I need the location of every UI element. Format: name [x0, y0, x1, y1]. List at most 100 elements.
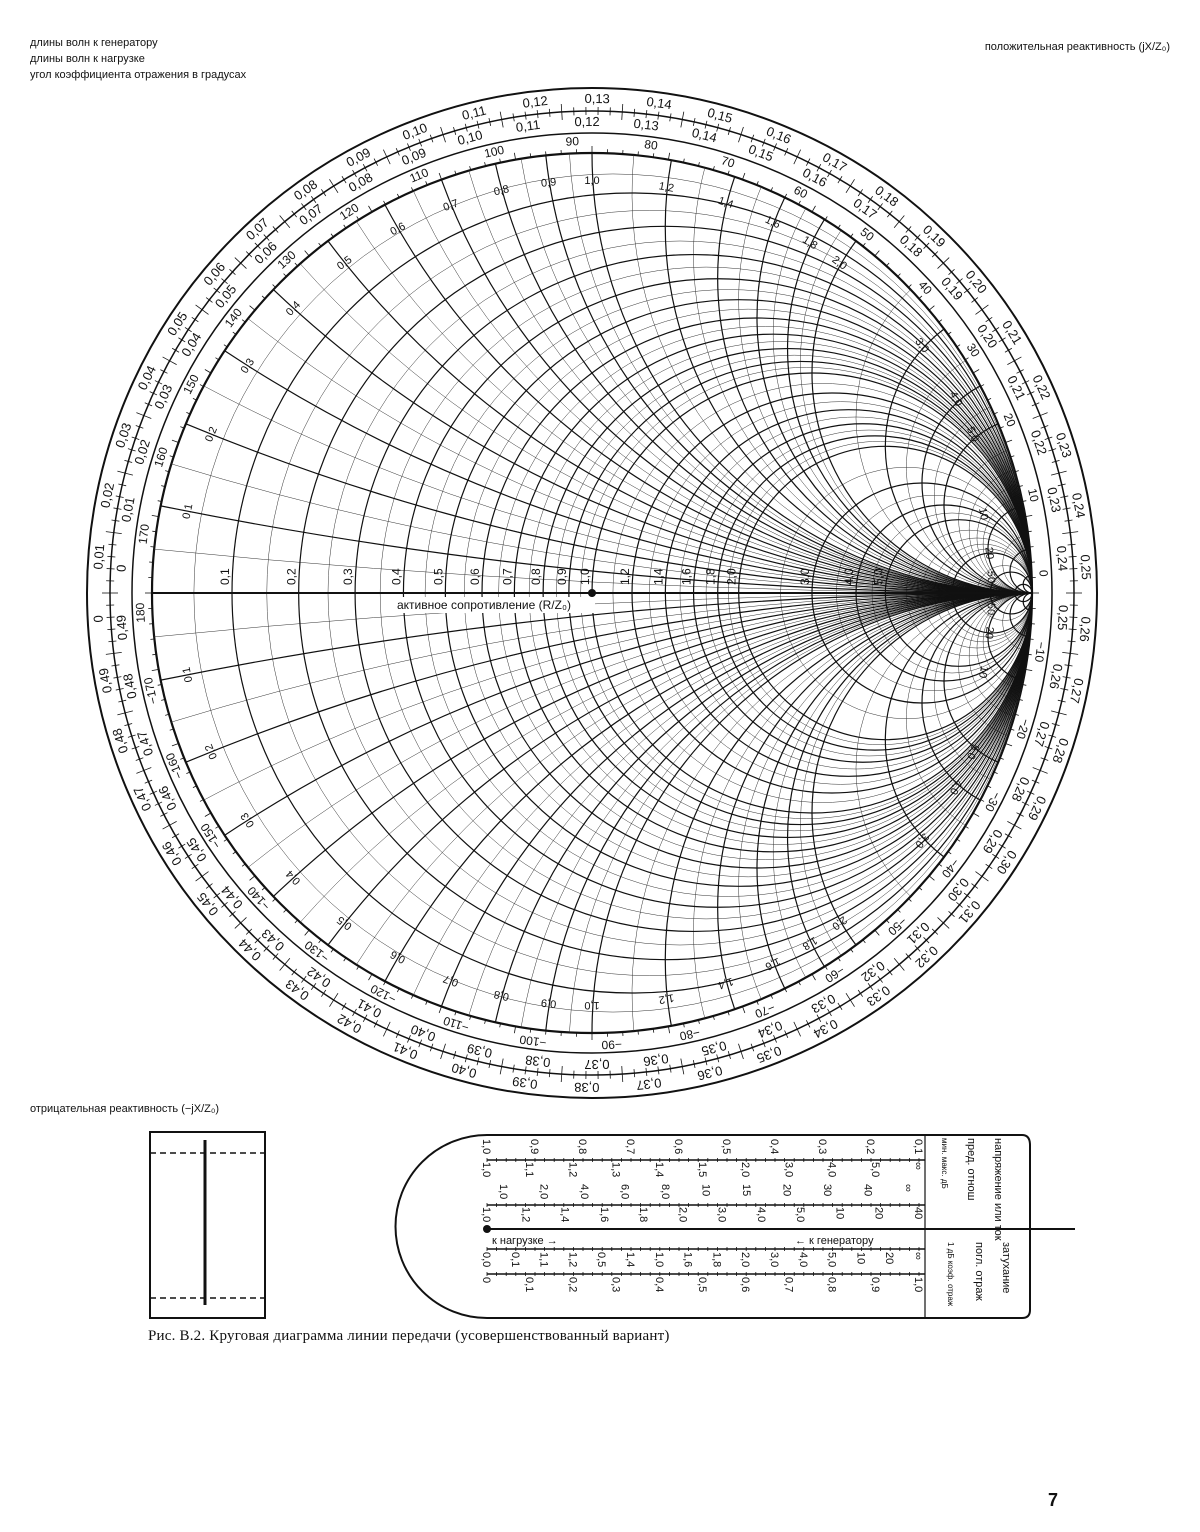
wavelength-tick [453, 1055, 454, 1059]
wavelength-tick [232, 272, 235, 275]
resistance-label: 0,5 [431, 568, 445, 585]
wavelength-tick [264, 235, 267, 238]
generator-scale-label: 0,37 [635, 1075, 662, 1093]
load-scale-label: 0,35 [700, 1038, 728, 1059]
load-scale-label: 0,04 [178, 330, 204, 359]
angle-tick [152, 531, 156, 532]
angle-scale-label: −110 [441, 1013, 470, 1034]
angle-tick [875, 930, 879, 935]
toward-load-label: длины волн к нагрузке [30, 53, 145, 65]
wavelength-tick [1014, 825, 1021, 829]
angle-tick [898, 910, 901, 913]
attenuation-scale-label: 1,8 [710, 1252, 722, 1267]
resistance-label: 1,2 [618, 568, 632, 585]
angle-tick [369, 206, 373, 212]
wavelength-tick [887, 214, 889, 217]
wavelength-tick [285, 958, 290, 964]
generator-scale-label: 0,31 [956, 898, 984, 927]
generator-scale-label: 0,33 [864, 983, 893, 1010]
load-scale-label: 0,17 [850, 195, 879, 222]
wavelength-tick [502, 120, 503, 128]
angle-label: угол коэффициента отражения в градусах [30, 69, 247, 81]
load-scale-label: 0,08 [346, 169, 375, 194]
angle-tick [319, 243, 321, 246]
angle-tick [929, 306, 934, 310]
negative-reactance-label: 0,9 [540, 996, 556, 1010]
load-scale-label: 0,23 [1044, 486, 1064, 514]
wavelength-tick [150, 392, 154, 394]
wavelength-tick [706, 121, 707, 125]
angle-tick [929, 876, 934, 880]
angle-tick [262, 887, 265, 890]
generator-scale-label: 0,43 [283, 976, 312, 1003]
angle-tick [205, 370, 211, 374]
attenuation-scale-label: 4,0 [797, 1252, 809, 1267]
load-scale-label: 0,13 [633, 116, 660, 134]
wavelength-tick [280, 215, 285, 221]
minor-reactance-arc [773, 208, 1032, 593]
angle-tick [973, 813, 979, 817]
wavelength-tick [1040, 413, 1047, 416]
wavelength-tick [935, 932, 938, 935]
wavelength-tick [246, 932, 249, 935]
wavelength-tick [185, 856, 188, 858]
wavelength-tick [276, 229, 279, 232]
wavelength-tick [407, 143, 409, 147]
wavelength-tick [996, 856, 999, 858]
wavelength-tick [794, 1022, 797, 1029]
angle-tick [909, 899, 912, 902]
angle-tick [295, 263, 298, 266]
wavelength-tick [353, 1012, 355, 1015]
load-scale-label: 0,43 [258, 926, 287, 954]
wavelength-tick [729, 127, 730, 131]
wavelength-tick [500, 1066, 501, 1074]
angle-scale-label: −20 [1013, 717, 1033, 741]
wavelength-tick [164, 371, 168, 373]
angle-tick [152, 669, 159, 670]
resistance-label: 2,0 [725, 568, 739, 585]
wavelength-tick [764, 1043, 765, 1047]
wavelength-tick [353, 170, 355, 173]
attenuation-scale-label: 10 [854, 1252, 866, 1264]
wavelength-tick [241, 263, 247, 268]
wavelength-tick [311, 196, 313, 199]
db-scale-label: 30 [821, 1184, 833, 1196]
wavelength-tick [797, 150, 800, 157]
generator-scale-label: 0,01 [90, 544, 107, 570]
generator-scale-label: 0,25 [1078, 554, 1094, 580]
wavelength-tick [500, 112, 501, 120]
positive-reactance-label: 0,1 [181, 503, 196, 520]
wavelength-tick [214, 896, 217, 899]
wavelength-tick [398, 1030, 400, 1034]
wavelength-tick [363, 1018, 365, 1022]
positive-reactance-label: 1,8 [800, 234, 819, 252]
wavelength-tick [1002, 338, 1005, 340]
wavelength-tick [775, 1039, 777, 1043]
wavelength-tick [880, 203, 882, 206]
resistance-label: 0,7 [500, 568, 514, 585]
wavelength-tick [202, 310, 208, 315]
slide-rule-strip[interactable]: 1,00,90,80,70,60,50,40,30,20,11,01,11,21… [396, 1135, 1076, 1318]
load-scale-label: 0,19 [938, 274, 966, 303]
negative-reactance-title: отрицательная реактивность (−jX/Z₀) [30, 1103, 219, 1115]
wavelength-tick [682, 112, 683, 120]
wavelength-tick [419, 139, 420, 143]
wavelength-tick [170, 821, 177, 825]
load-scale-label: 0,39 [465, 1041, 493, 1062]
generator-scale-label: 0 [90, 615, 105, 623]
wavelength-tick [407, 1039, 409, 1043]
angle-tick [530, 1029, 531, 1033]
wavelength-tick [477, 121, 478, 125]
angle-tick [886, 920, 889, 923]
angle-tick [262, 296, 265, 299]
wavelength-tick [170, 361, 177, 365]
wavelength-tick [106, 653, 114, 654]
angle-tick [812, 206, 816, 212]
wavelength-tick [209, 884, 212, 886]
angle-scale-label: −70 [753, 1000, 777, 1021]
angle-tick [1005, 743, 1012, 745]
wavelength-tick [1062, 652, 1070, 653]
generator-scale-label: 0,44 [235, 936, 264, 964]
wavelength-tick [894, 222, 899, 228]
positive-reactance-label: 0,3 [239, 356, 257, 375]
